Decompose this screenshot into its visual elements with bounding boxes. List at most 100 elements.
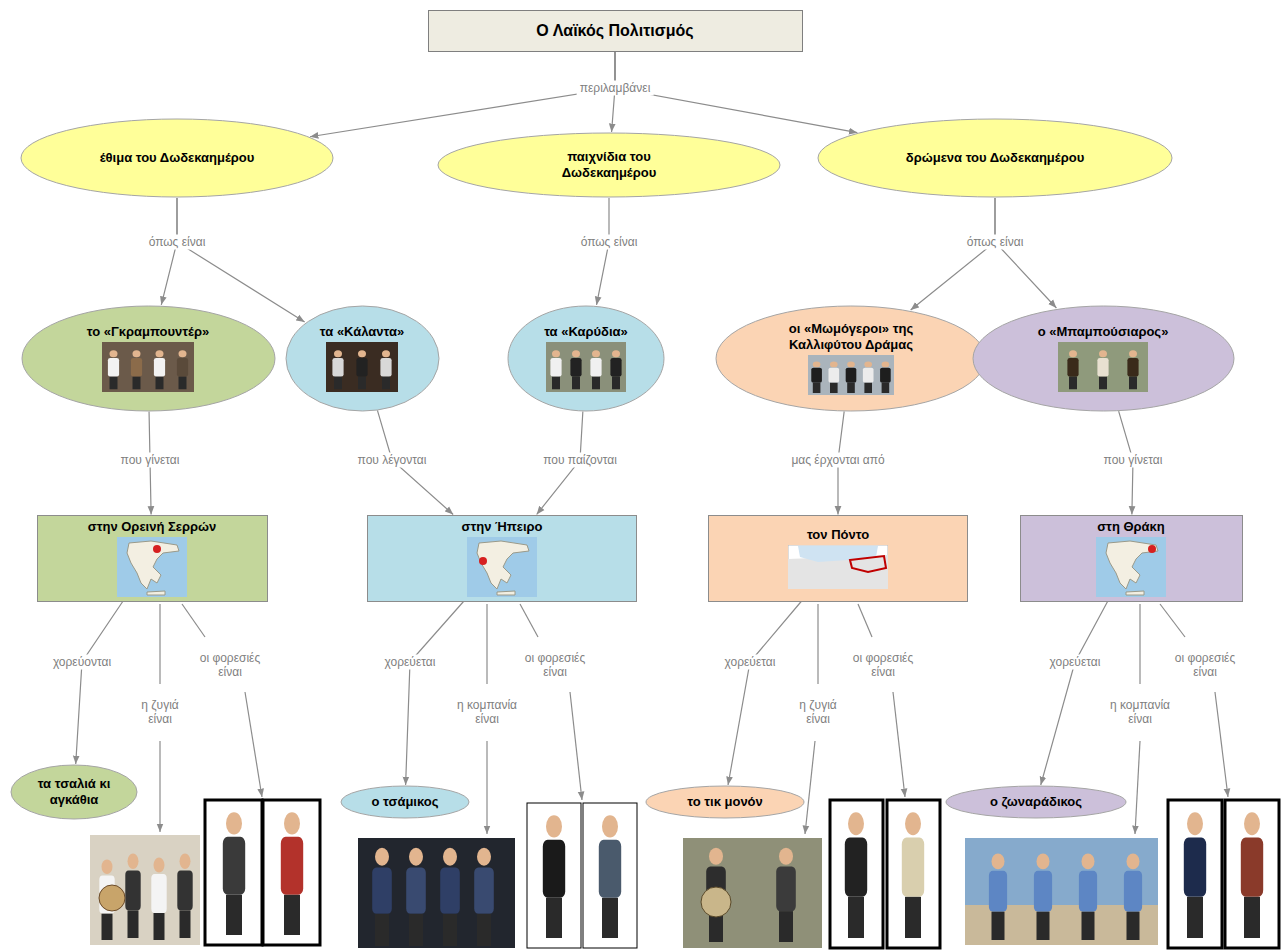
node-content: έθιμα του Δωδεκαημέρου (100, 150, 255, 166)
relation-label: περιλαμβάνει (577, 81, 654, 96)
custom-ellipse: οι «Μωμόγεροι» της Καλλιφύτου Δράμας (715, 305, 987, 412)
node-content: στη Θράκη (1096, 519, 1166, 598)
leader-arrow (893, 692, 905, 797)
relation-label: χορεύονται (50, 655, 114, 670)
ellipse-shape (646, 786, 804, 818)
node-text: στην Ήπειρο (462, 519, 543, 535)
costume-photos (1168, 800, 1279, 948)
costume-panel (887, 800, 940, 948)
node-text: Ο Λαϊκός Πολιτισμός (536, 21, 693, 40)
relation-label: οι φορεσιές είναι (852, 651, 914, 679)
category-ellipse: έθιμα του Δωδεκαημέρου (20, 118, 334, 198)
ellipse-shape (286, 306, 439, 411)
relation-label: οι φορεσιές είναι (1174, 651, 1236, 679)
costume-figure (902, 812, 924, 938)
node-content: το τικ μονόν (687, 794, 763, 810)
connector-arrow (728, 602, 801, 786)
leader-arrow (805, 741, 815, 834)
leader-line (1139, 604, 1140, 684)
map-island (147, 591, 165, 595)
photo-figure (846, 362, 857, 393)
connector-arrow (911, 198, 995, 310)
photo-figure (151, 858, 166, 941)
costume-photos (205, 800, 320, 945)
dance-ellipse: τα τσαλιά κι αγκάθια (10, 764, 138, 820)
map-marker (479, 557, 487, 565)
node-text: δρώμενα του Δωδεκαημέρου (906, 150, 1084, 166)
photo-figure (1079, 854, 1097, 940)
leader-arrow (245, 692, 262, 797)
relation-label: η κομπανία είναι (1107, 698, 1173, 726)
costume-figure (599, 815, 621, 938)
dance-ellipse: το τικ μονόν (645, 785, 805, 819)
map-sea (467, 537, 537, 597)
relation-label: η ζυγιά είναι (795, 698, 841, 726)
ellipse-shape (341, 786, 469, 818)
node-text: ο «Μπαμπούσιαρος» (1038, 324, 1169, 340)
costume-photos (527, 803, 637, 948)
costume-panel (527, 803, 581, 948)
custom-photo (546, 342, 626, 392)
custom-photo (326, 342, 398, 392)
photo-figure (356, 351, 367, 390)
ellipse-shape (818, 119, 1172, 197)
map-island (497, 591, 515, 595)
node-text: τα «Καρύδια» (544, 324, 628, 340)
photo-figure (1034, 854, 1052, 940)
node-content: στην Ορεινή Σερρών (88, 519, 216, 598)
photo-figure (131, 351, 142, 390)
relation-label: οι φορεσιές είναι (524, 651, 586, 679)
connector-arrow (406, 602, 464, 786)
node-content: τον Πόντο (788, 527, 888, 590)
costume-figure (543, 815, 565, 938)
photo-figure (372, 848, 392, 946)
photo-figure (570, 351, 581, 390)
map-sea (117, 537, 187, 597)
relation-label: χορεύεται (382, 655, 439, 670)
relation-label: χορεύεται (1047, 655, 1104, 670)
node-content: τα τσαλιά κι αγκάθια (28, 776, 120, 807)
node-content: τα «Καρύδια» (544, 324, 628, 393)
leader-line (486, 604, 487, 684)
leader-arrow (159, 741, 160, 832)
node-content: παιχνίδια του Δωδεκαημέρου (544, 149, 674, 180)
relation-label: η κομπανία είναι (454, 698, 520, 726)
leader-line (858, 604, 872, 637)
leader-line (520, 604, 538, 637)
custom-photo (1058, 342, 1148, 392)
photo-figure (380, 351, 391, 390)
photo-ground (1058, 342, 1148, 392)
costume-panel (1168, 800, 1222, 948)
node-text: τον Πόντο (807, 527, 869, 543)
map-sea (798, 546, 878, 562)
relation-label: χορεύεται (722, 655, 779, 670)
relation-label: μας έρχονται από (788, 453, 887, 468)
region-box: στη Θράκη (1020, 515, 1243, 602)
custom-ellipse: τα «Κάλαντα» (285, 305, 440, 412)
photo-figure (863, 362, 874, 393)
node-content: ο ζωναράδικος (990, 794, 1082, 810)
photo-ground (808, 355, 894, 395)
costume-panel (263, 800, 320, 945)
costume-figure (281, 812, 303, 935)
photo-figure (177, 854, 192, 938)
category-ellipse: δρώμενα του Δωδεκαημέρου (817, 118, 1173, 198)
costume-figure (845, 812, 867, 938)
node-text: τα «Κάλαντα» (320, 324, 404, 340)
photo-figure (1127, 351, 1138, 390)
connector-arrow (177, 198, 305, 322)
map-land (1106, 541, 1158, 589)
node-content: ο τσάμικος (372, 794, 439, 810)
photo-figure (989, 854, 1007, 940)
photo-figure (474, 848, 494, 946)
custom-photo (808, 355, 894, 395)
photo-figure (108, 351, 119, 390)
leader-arrow (486, 741, 487, 834)
node-text: παιχνίδια του Δωδεκαημέρου (544, 149, 674, 180)
photo-figure (332, 351, 343, 390)
relation-label: όπως είναι (578, 235, 641, 250)
relation-label: όπως είναι (146, 235, 209, 250)
region-map (117, 537, 187, 597)
